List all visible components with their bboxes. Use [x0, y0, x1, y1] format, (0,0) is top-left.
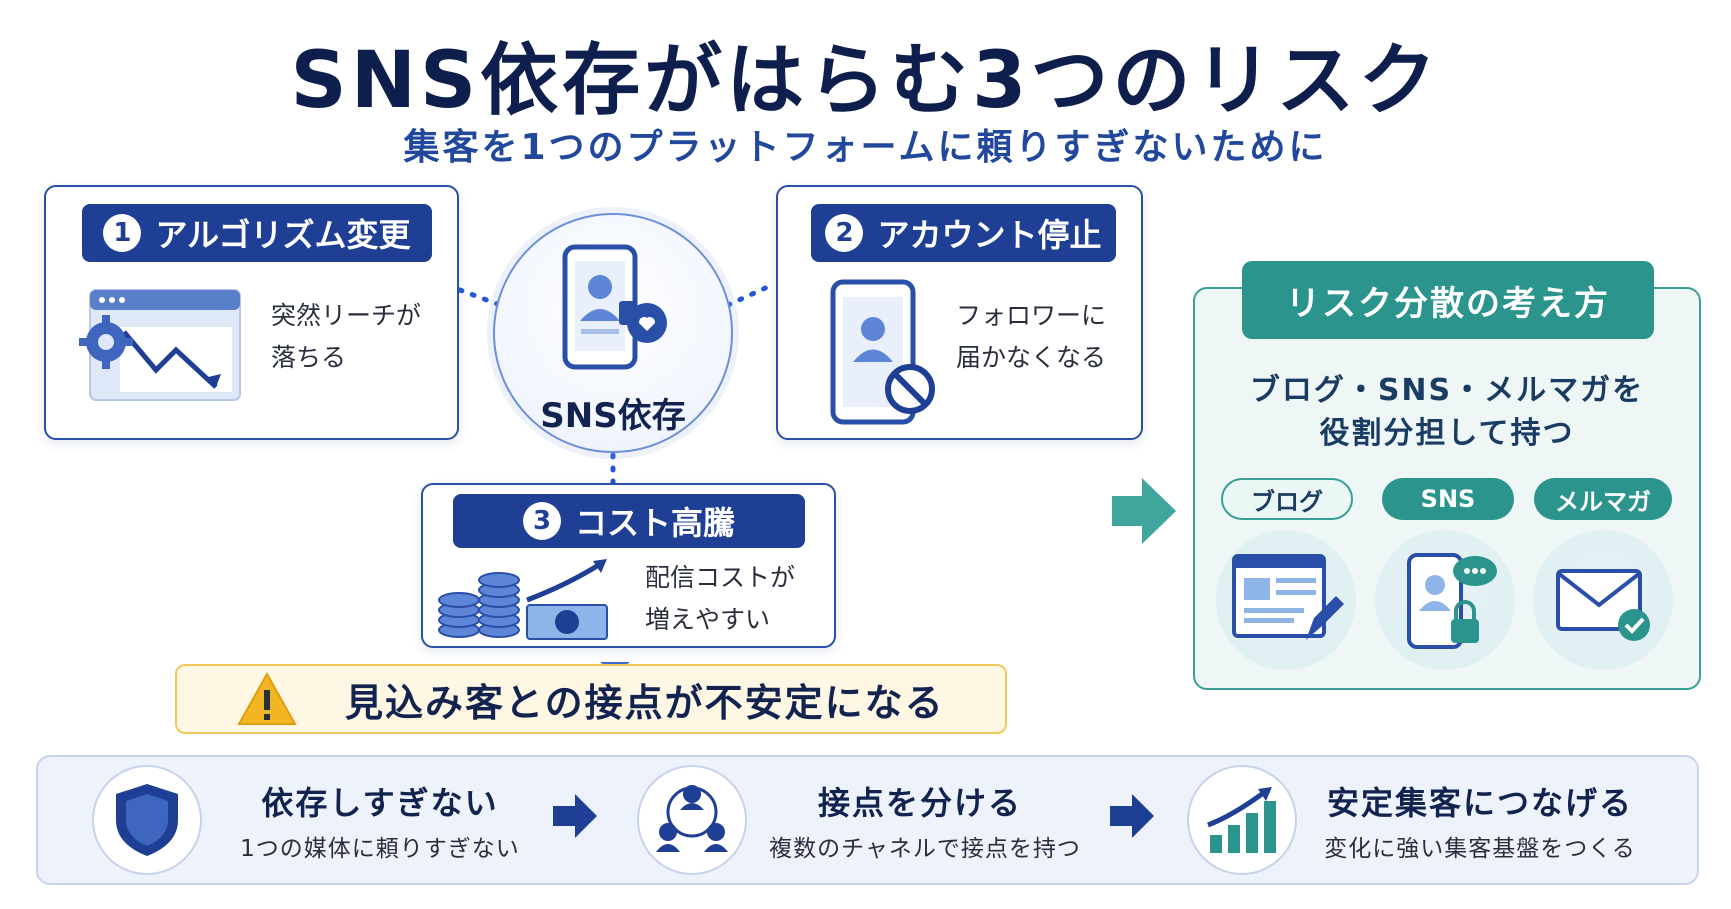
step-sub-3: 変化に強い集客基盤をつくる	[1324, 836, 1636, 862]
cost-rise-icon	[437, 555, 617, 643]
step-sub-1: 1つの媒体に頼りすぎない	[240, 836, 520, 862]
risk-card-algorithm: 1 アルゴリズム変更 突然リーチが 落ちる	[44, 185, 459, 440]
smartphone-icon	[562, 244, 667, 370]
growth-chart-icon	[1187, 765, 1297, 875]
phone-icon	[1375, 530, 1515, 670]
risk-description: 配信コストが 増えやすい	[645, 563, 796, 634]
step-sub-2: 複数のチャネルで接点を持つ	[769, 836, 1081, 862]
warning-banner: 見込み客との接点が不安定になる	[175, 664, 1007, 734]
diversification-title: リスク分散の考え方	[1242, 261, 1654, 339]
channel-tag-sns: SNS	[1382, 478, 1514, 520]
algorithm-drop-icon	[76, 282, 246, 407]
summary-bar	[36, 755, 1699, 885]
risk-number: 2	[825, 214, 864, 252]
step-title-3: 安定集客につなげる	[1326, 784, 1633, 822]
step-title-1: 依存しすぎない	[261, 784, 499, 822]
connector-left	[457, 287, 503, 308]
risk-card-cost-increase: 3 コスト高騰 配信コストが 増えやすい	[421, 483, 836, 648]
risk-number: 1	[103, 214, 142, 252]
risk-number: 3	[522, 502, 561, 540]
risk-title-pill: 2 アカウント停止	[811, 204, 1116, 262]
risk-title: コスト高騰	[574, 504, 735, 542]
risk-title-pill: 1 アルゴリズム変更	[82, 204, 432, 262]
diversification-desc-line2: 役割分担して持つ	[1319, 416, 1575, 451]
step-title-2: 接点を分ける	[817, 784, 1022, 822]
risk-description: 突然リーチが 落ちる	[271, 301, 422, 372]
step-arrow-icon	[1110, 794, 1154, 838]
blog-icon	[1216, 530, 1356, 670]
risk-title-pill: 3 コスト高騰	[453, 494, 805, 548]
channel-tag-blog: ブログ	[1221, 478, 1353, 520]
risk-card-account-suspension: 2 アカウント停止 フォロワーに 届かなくなる	[776, 185, 1143, 440]
page-subtitle: 集客を1つのプラットフォームに頼りすぎないために	[403, 127, 1328, 168]
risk-title: アカウント停止	[877, 216, 1102, 254]
warning-icon	[237, 672, 297, 725]
risk-description: フォロワーに 届かなくなる	[956, 301, 1107, 372]
risk-title: アルゴリズム変更	[155, 216, 411, 254]
arrow-right-icon	[1112, 478, 1176, 544]
warning-text: 見込み客との接点が不安定になる	[345, 680, 945, 725]
mail-icon	[1533, 530, 1673, 670]
sns-dependency-circle	[493, 213, 733, 453]
center-label: SNS依存	[540, 396, 686, 436]
account-banned-icon	[828, 277, 938, 427]
shield-icon	[92, 765, 202, 875]
page-title: SNS依存がはらむ3つのリスク	[290, 36, 1441, 126]
network-icon	[637, 765, 747, 875]
connector-right	[725, 282, 775, 308]
channel-tag-mailmag: メルマガ	[1534, 478, 1672, 520]
diversification-desc-line1: ブログ・SNS・メルマガを	[1249, 373, 1645, 408]
step-arrow-icon	[553, 794, 597, 838]
